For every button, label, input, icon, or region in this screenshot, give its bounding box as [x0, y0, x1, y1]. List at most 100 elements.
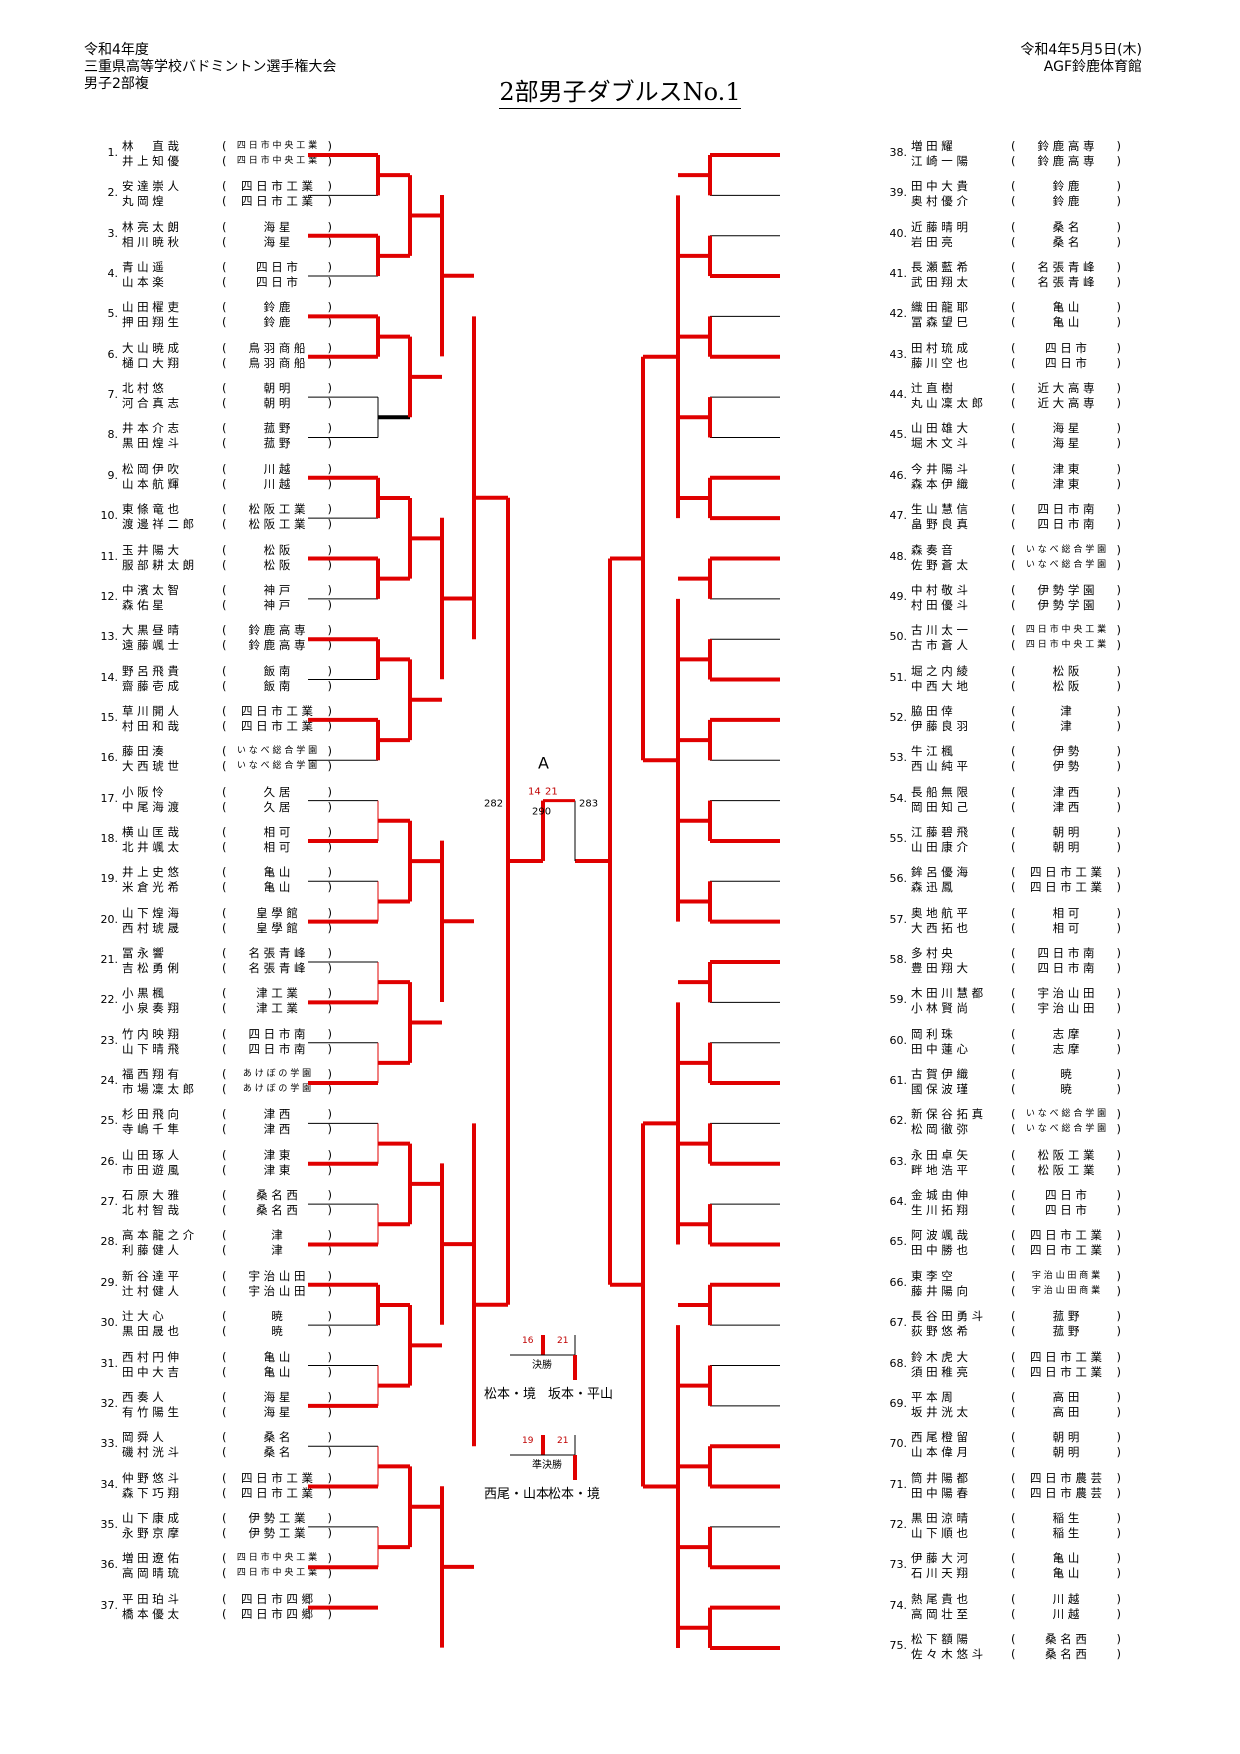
player-name: 金 城 由 伸	[911, 1188, 968, 1203]
player-name: 江 崎 一 陽	[911, 154, 968, 168]
player-row: 竹 内 映 翔(四 日 市 南)	[122, 1027, 332, 1042]
player-school: (鈴 鹿 高 専)	[1011, 154, 1121, 168]
player-name: 東 李 空	[911, 1268, 953, 1283]
player-name: 西 村 琥 晟	[122, 920, 179, 935]
player-name: 脇 田 倖	[911, 703, 953, 718]
player-row: 永 野 京 摩(伊 勢 工 業)	[122, 1526, 332, 1541]
player-school: (神 戸)	[222, 582, 332, 597]
player-name: 木 田 川 慧 都	[911, 986, 984, 1001]
player-name: 辻 村 健 人	[122, 1283, 179, 1298]
player-school: (津)	[222, 1243, 332, 1258]
player-name: 江 藤 碧 飛	[911, 824, 968, 839]
header-category: 男子2部複	[84, 76, 149, 92]
final-score: 14	[528, 787, 541, 798]
entry-seed: 45.	[889, 428, 908, 442]
player-school: (菰 野)	[1011, 1309, 1121, 1324]
player-school: (四 日 市 中 央 工 業)	[1011, 623, 1121, 638]
player-school: (海 星)	[222, 1389, 332, 1404]
entry-seed: 41.	[889, 267, 908, 281]
entry-seed: 60.	[889, 1033, 908, 1047]
player-row: 畔 地 浩 平(松 阪 工 業)	[911, 1163, 1121, 1178]
player-name: 長 谷 田 勇 斗	[911, 1309, 984, 1324]
player-school: (鈴 鹿 高 専)	[222, 638, 332, 653]
player-school: (皇 學 館)	[222, 920, 332, 935]
player-row: 石 原 大 雅(桑 名 西)	[122, 1188, 332, 1203]
player-school: (朝 明)	[1011, 839, 1121, 854]
player-row: 平 田 珀 斗(四 日 市 四 郷)	[122, 1592, 332, 1607]
player-name: 松 岡 徹 弥	[911, 1122, 968, 1137]
player-row: 古 市 蒼 人(四 日 市 中 央 工 業)	[911, 638, 1121, 653]
player-name: 石 原 大 雅	[122, 1188, 179, 1203]
player-row: 畠 野 良 真(四 日 市 南)	[911, 517, 1121, 532]
entry-seed: 71.	[889, 1477, 908, 1491]
player-row: 野 呂 飛 貴(飯 南)	[122, 664, 332, 679]
entry-seed: 38.	[889, 146, 908, 159]
player-name: 辻 直 樹	[911, 381, 953, 396]
player-row: 藤 井 陽 向(宇 治 山 田 商 業)	[911, 1284, 1121, 1299]
player-school: (相 可)	[222, 839, 332, 854]
player-name: 山 本 航 輝	[122, 476, 179, 491]
player-school: (桑 名)	[1011, 234, 1121, 249]
player-school: (桑 名 西)	[1011, 1631, 1121, 1646]
player-school: (い な べ 総 合 学 園)	[1011, 557, 1121, 572]
entry-seed: 40.	[889, 226, 908, 240]
match-number: 290	[532, 807, 551, 818]
player-row: 豊 田 翔 大(四 日 市 南)	[911, 961, 1121, 976]
player-name: 武 田 翔 太	[911, 275, 968, 290]
player-row: 林 亮 太 朗(海 星)	[122, 220, 332, 235]
player-row: 多 村 央(四 日 市 南)	[911, 946, 1121, 961]
player-row: 田 村 琉 成(四 日 市)	[911, 341, 1121, 356]
player-school: (神 戸)	[222, 597, 332, 612]
player-name: 山 本 偉 月	[911, 1445, 968, 1460]
player-name: 樋 口 大 翔	[122, 355, 179, 370]
player-school: (い な べ 総 合 学 園)	[222, 759, 332, 774]
player-school: (高 田)	[1011, 1389, 1121, 1404]
player-row: 生 山 慧 信(四 日 市 南)	[911, 502, 1121, 517]
entry-seed: 14.	[100, 670, 119, 684]
player-row: 黒 田 煌 斗(菰 野)	[122, 436, 332, 451]
player-name: 田 村 琉 成	[911, 340, 968, 355]
player-row: 佐 野 蒼 太(い な べ 総 合 学 園)	[911, 558, 1121, 573]
player-school: (伊 勢)	[1011, 759, 1121, 774]
player-school: (近 大 高 専)	[1011, 381, 1121, 396]
entry-seed: 50.	[889, 630, 908, 644]
player-name: 中 西 大 地	[911, 678, 968, 693]
player-row: 長 船 無 限(津 西)	[911, 785, 1121, 800]
player-row: 山 下 晴 飛(四 日 市 南)	[122, 1042, 332, 1057]
player-name: 新 谷 達 平	[122, 1268, 179, 1283]
player-name: 山 下 順 也	[911, 1525, 968, 1540]
player-row: 有 竹 陽 生(海 星)	[122, 1405, 332, 1420]
player-name: 大 黒 昼 晴	[122, 623, 179, 638]
entry-seed: 49.	[889, 589, 908, 603]
player-name: 岡 利 珠	[911, 1026, 953, 1041]
player-school: (四 日 市 四 郷)	[222, 1591, 332, 1606]
player-name: 黒 田 涼 晴	[911, 1510, 968, 1525]
player-name: 岩 田 亮	[911, 234, 953, 249]
entry-seed: 33.	[100, 1437, 119, 1451]
player-school: (四 日 市 工 業)	[222, 1485, 332, 1500]
player-row: 森 下 巧 翔(四 日 市 工 業)	[122, 1486, 332, 1501]
player-row: 江 藤 碧 飛(朝 明)	[911, 825, 1121, 840]
player-name: 丸 山 凜 太 郎	[911, 396, 984, 411]
player-name: 玉 井 陽 大	[122, 542, 179, 557]
player-name: 黒 田 晟 也	[122, 1324, 179, 1339]
player-school: (四 日 市 工 業)	[1011, 865, 1121, 880]
player-school: (四 日 市)	[222, 275, 332, 290]
player-name: 増 田 耀	[911, 139, 953, 153]
player-row: 江 崎 一 陽 (鈴 鹿 高 専)	[911, 154, 1121, 169]
player-row: 中 村 敬 斗(伊 勢 学 園)	[911, 583, 1121, 598]
player-school: (久 居)	[222, 784, 332, 799]
player-school: (鈴 鹿 高 専)	[222, 623, 332, 638]
player-school: (宇 治 山 田)	[1011, 986, 1121, 1001]
entry-seed: 62.	[889, 1114, 908, 1128]
player-row: 岡 利 珠(志 摩)	[911, 1027, 1121, 1042]
player-name: 森 佑 星	[122, 597, 164, 612]
player-row: 辻 直 樹 (近 大 高 専)	[911, 381, 1121, 396]
player-school: (四 日 市 中 央 工 業)	[222, 154, 332, 168]
entry-seed: 9.	[107, 468, 119, 482]
player-school: (亀 山)	[1011, 315, 1121, 330]
player-name: 松 岡 伊 吹	[122, 461, 179, 476]
player-school: (暁)	[222, 1324, 332, 1339]
player-school: (飯 南)	[222, 678, 332, 693]
entry-seed: 2.	[107, 186, 119, 200]
